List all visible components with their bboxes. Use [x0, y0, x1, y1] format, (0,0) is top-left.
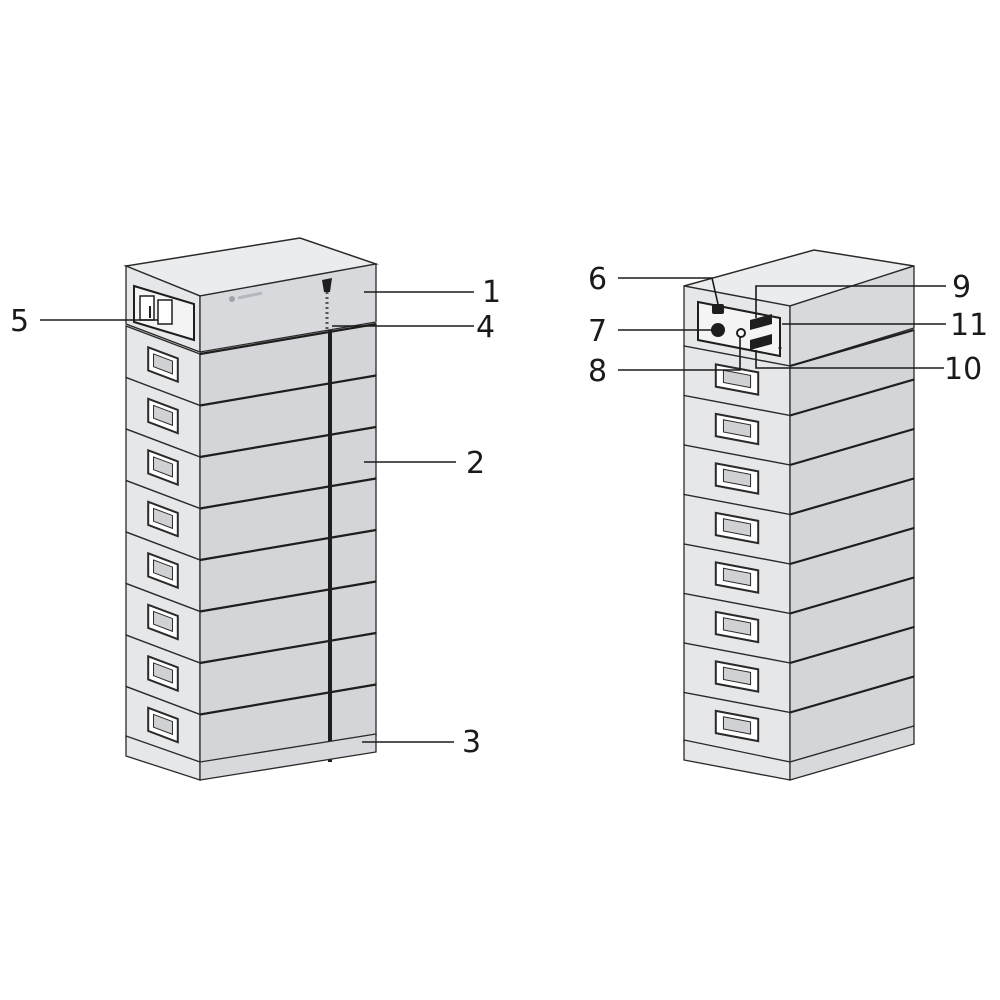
rear-module-4-handle-grip — [722, 518, 752, 537]
rear-module-7-top-seam — [789, 625, 915, 665]
front-base-right — [199, 733, 377, 781]
callout-5: 5 — [10, 304, 29, 339]
front-module-6-top-seam — [199, 580, 377, 613]
front-switch-panel — [133, 284, 195, 342]
front-module-7-handle-grip — [153, 662, 173, 684]
callout-3: 3 — [462, 725, 481, 760]
rear-connector-panel — [697, 300, 782, 358]
leader-8 — [618, 337, 741, 371]
leader-10 — [755, 350, 944, 369]
callout-9: 9 — [952, 270, 971, 305]
front-module-4-top-seam — [199, 477, 377, 510]
front-battery-modules — [125, 322, 377, 767]
rear-module-6-top-seam — [789, 576, 915, 615]
rear-module-5-top-seam — [789, 526, 915, 566]
rear-port-7 — [711, 323, 725, 337]
front-view-unit — [123, 237, 379, 781]
front-controller-right-face — [199, 263, 377, 353]
front-module-1-handle-grip — [153, 353, 173, 375]
callout-10: 10 — [944, 352, 982, 387]
front-module-6-handle-grip — [153, 610, 173, 633]
rear-controller-right-face — [789, 265, 915, 367]
front-logo-text — [237, 291, 263, 300]
front-module-7-top-seam — [199, 631, 377, 665]
rear-module-2-handle-grip — [722, 419, 752, 438]
rear-view-unit — [683, 249, 915, 781]
rear-module-8-top-seam — [789, 675, 915, 714]
front-module-4-handle-grip — [153, 507, 173, 530]
front-module-2-handle-grip — [153, 404, 173, 427]
front-module-1-top-seam — [199, 322, 377, 356]
front-module-8-handle-grip — [153, 713, 173, 736]
rear-module-7-handle-grip — [722, 666, 752, 686]
front-module-8-top-seam — [199, 683, 377, 716]
rear-module-6-handle-grip — [722, 617, 752, 636]
rear-module-8-handle-grip — [722, 716, 752, 735]
front-module-3-handle-grip — [153, 456, 173, 478]
callout-11: 11 — [950, 308, 988, 343]
callouts: 1 4 2 3 5 6 7 8 9 11 10 — [10, 262, 988, 760]
rear-module-1-top-seam — [789, 328, 915, 368]
rear-base-right — [789, 725, 915, 781]
rear-connector-9 — [750, 314, 772, 330]
rear-module-4-top-seam — [789, 477, 915, 516]
rear-module-1-handle-grip — [722, 369, 752, 389]
callout-8: 8 — [588, 354, 607, 389]
rear-module-3-top-seam — [789, 427, 915, 467]
rear-port-8 — [736, 328, 746, 338]
front-module-5-handle-grip — [153, 559, 173, 581]
front-logo-icon — [229, 296, 235, 302]
rear-module-2-top-seam — [789, 378, 915, 417]
rear-module-3-handle-grip — [722, 468, 752, 488]
leader-6 — [618, 277, 719, 305]
rear-port-6 — [712, 304, 724, 314]
leader-9 — [755, 285, 946, 318]
callout-1: 1 — [482, 275, 501, 310]
callout-2: 2 — [466, 446, 485, 481]
front-module-3-top-seam — [199, 425, 377, 459]
callout-7: 7 — [588, 314, 607, 349]
rear-module-5-handle-grip — [722, 567, 752, 587]
front-module-5-top-seam — [199, 528, 377, 562]
rear-battery-modules — [683, 328, 915, 763]
front-module-2-top-seam — [199, 374, 377, 407]
callout-4: 4 — [476, 310, 495, 345]
callout-6: 6 — [588, 262, 607, 297]
rear-connector-10 — [750, 334, 772, 350]
